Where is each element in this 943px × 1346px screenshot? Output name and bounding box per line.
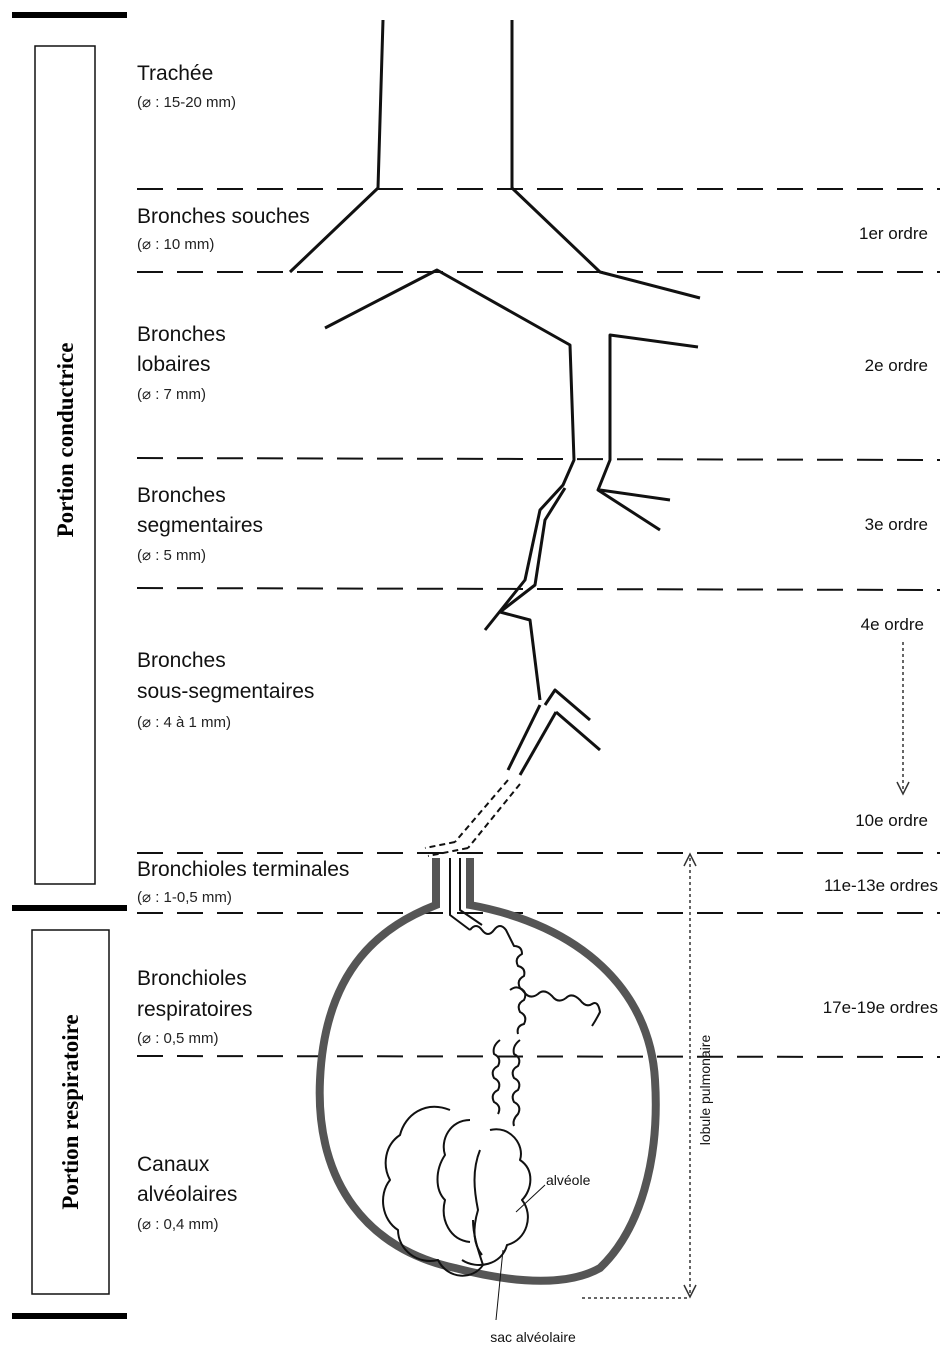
lobule-label: lobule pulmonaire	[697, 1035, 713, 1146]
conductive-portion-label: Portion conductrice	[53, 343, 78, 538]
respiratory-portion-label: Portion respiratoire	[58, 1014, 83, 1209]
level-name: Bronchioles	[137, 967, 247, 990]
level-name: Bronchioles terminales	[137, 858, 349, 881]
order-label: 10e ordre	[855, 811, 928, 830]
level-diameter: (⌀ : 15-20 mm)	[137, 94, 236, 111]
level-diameter: (⌀ : 5 mm)	[137, 547, 206, 564]
level-name: segmentaires	[137, 514, 263, 537]
pulmonary-lobule	[320, 858, 656, 1281]
level-name: sous-segmentaires	[137, 680, 314, 703]
level-name: alvéolaires	[137, 1183, 237, 1206]
level-diameter: (⌀ : 4 à 1 mm)	[137, 714, 231, 731]
middle-bar	[12, 905, 127, 911]
bottom-bar	[12, 1313, 127, 1319]
order-label: 11e-13e ordres	[824, 876, 938, 895]
level-diameter: (⌀ : 0,5 mm)	[137, 1030, 219, 1047]
order-label: 2e ordre	[865, 356, 928, 375]
top-bar	[12, 12, 127, 18]
level-name: Bronches	[137, 484, 226, 507]
level-name: respiratoires	[137, 998, 253, 1021]
order-label: 1er ordre	[859, 224, 928, 243]
level-name: Bronches	[137, 323, 226, 346]
alveole-label: alvéole	[546, 1172, 591, 1188]
order-label: 3e ordre	[865, 515, 928, 534]
sac-label: sac alvéolaire	[490, 1329, 576, 1345]
level-diameter: (⌀ : 0,4 mm)	[137, 1216, 219, 1233]
level-diameter: (⌀ : 7 mm)	[137, 386, 206, 403]
order-label: 4e ordre	[861, 615, 924, 634]
lobule-dimension: lobule pulmonaire	[582, 854, 713, 1298]
level-name: Trachée	[137, 62, 213, 85]
alveole-pointer	[516, 1185, 545, 1212]
bronchial-tree	[290, 20, 700, 856]
level-name: Bronches	[137, 649, 226, 672]
level-name: lobaires	[137, 353, 211, 376]
level-name: Canaux	[137, 1153, 210, 1176]
level-labels: Trachée (⌀ : 15-20 mm) Bronches souches …	[137, 62, 349, 1233]
order-labels: 1er ordre 2e ordre 3e ordre 4e ordre 10e…	[823, 224, 938, 1017]
level-name: Bronches souches	[137, 205, 310, 228]
level-diameter: (⌀ : 10 mm)	[137, 236, 214, 253]
order-label: 17e-19e ordres	[823, 998, 938, 1017]
level-diameter: (⌀ : 1-0,5 mm)	[137, 889, 232, 906]
order-range-arrow	[897, 642, 909, 794]
